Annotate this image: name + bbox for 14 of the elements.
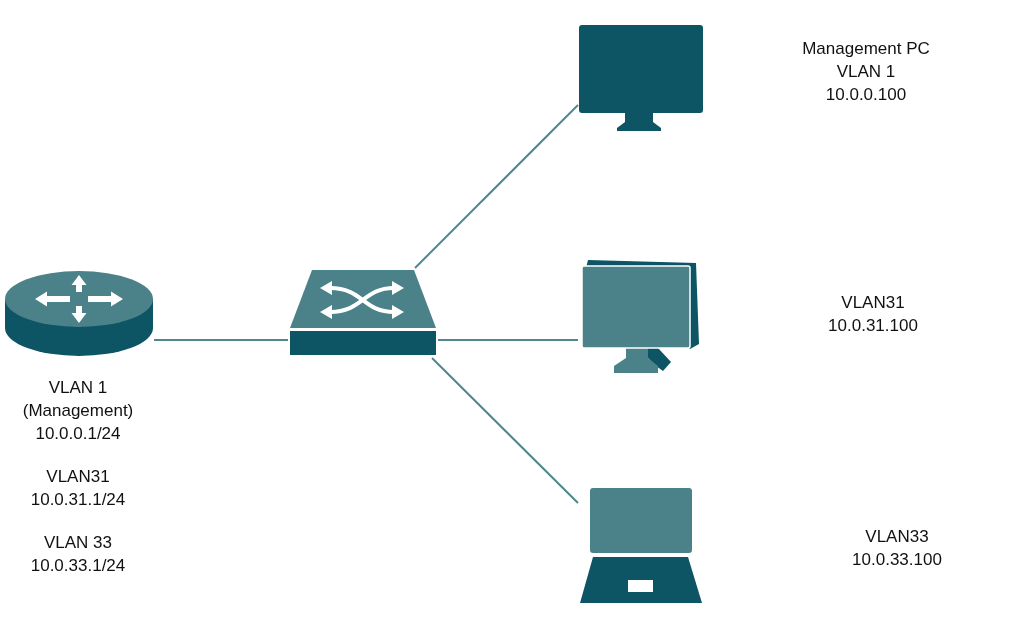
connection-line	[437, 339, 579, 341]
vlan-address-label: VLAN 1 (Management) 10.0.0.1/24	[21, 376, 135, 445]
laptop-icon	[578, 486, 704, 606]
router-icon	[4, 270, 154, 358]
host-address-label: VLAN33 10.0.33.100	[851, 525, 943, 571]
host-address-label: Management PC VLAN 1 10.0.0.100	[801, 37, 931, 106]
vlan-address-label: VLAN 33 10.0.33.1/24	[29, 531, 127, 577]
network-switch-icon	[288, 268, 438, 358]
vlan-address-label: VLAN31 10.0.31.1/24	[29, 465, 127, 511]
desktop-monitor-icon	[578, 24, 704, 132]
host-address-label: VLAN31 10.0.31.100	[827, 291, 919, 337]
connection-line	[153, 339, 289, 341]
connection-line	[431, 357, 579, 504]
connection-line	[414, 104, 579, 269]
